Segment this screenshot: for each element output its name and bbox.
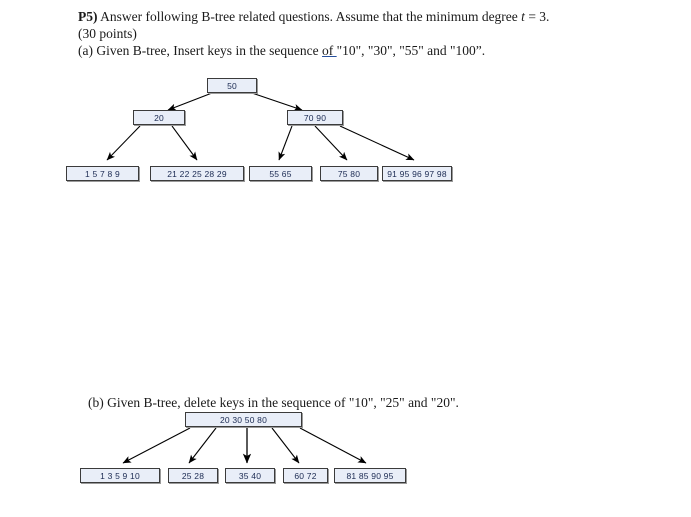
- tree-a-leaf-2[interactable]: 21 22 25 28 29: [150, 166, 244, 181]
- tree-a-root-keys: 50: [227, 80, 237, 91]
- problem-label: P5): [78, 9, 98, 24]
- part-a-underlined-text: of: [322, 43, 337, 58]
- edge-b-root-to-leaf4: [271, 427, 300, 464]
- tree-b-leaf-3-keys: 35 40: [238, 470, 262, 481]
- tree-a-leaf-4-keys: 75 80: [337, 168, 361, 179]
- tree-b-leaf-4-keys: 60 72: [294, 470, 317, 481]
- tree-b-leaf-1-keys: 1 3 5 9 10: [100, 470, 140, 481]
- tree-a-leaf-3-keys: 55 65: [269, 168, 292, 179]
- tree-a-root-node[interactable]: 50: [207, 78, 257, 93]
- edge-b-root-to-leaf2: [188, 427, 217, 464]
- tree-a-leaf-5-keys: 91 95 96 97 98: [387, 168, 447, 179]
- edge-a-n7090-to-leaf4: [314, 125, 348, 161]
- tree-a-internal-left-keys: 20: [154, 112, 164, 123]
- tree-b-leaf-5[interactable]: 81 85 90 95: [334, 468, 406, 483]
- tree-a-internal-right-keys: 70 90: [303, 112, 327, 123]
- part-b-statement: (b) Given B-tree, delete keys in the seq…: [88, 395, 459, 410]
- tree-a-internal-node-right[interactable]: 70 90: [287, 110, 343, 125]
- tree-b-leaf-3[interactable]: 35 40: [225, 468, 275, 483]
- tree-a-leaf-2-keys: 21 22 25 28 29: [167, 168, 227, 179]
- tree-b-leaf-2[interactable]: 25 28: [168, 468, 218, 483]
- tree-a-leaf-1-keys: 1 5 7 8 9: [85, 168, 120, 179]
- problem-statement-line-1: P5) Answer following B-tree related ques…: [78, 8, 549, 25]
- edge-a-root-to-right: [251, 92, 303, 111]
- edge-a-n7090-to-leaf3: [278, 125, 293, 161]
- degree-variable: t: [521, 9, 525, 24]
- tree-b-leaf-2-keys: 25 28: [181, 470, 205, 481]
- tree-b-leaf-5-keys: 81 85 90 95: [346, 470, 394, 481]
- edge-a-root-to-left: [167, 92, 213, 111]
- problem-prompt-text: Answer following B-tree related question…: [97, 9, 522, 24]
- tree-b-root-keys: 20 30 50 80: [219, 414, 268, 425]
- edge-b-root-to-leaf1: [122, 427, 191, 464]
- tree-b-root-node[interactable]: 20 30 50 80: [185, 412, 302, 427]
- edge-a-n20-to-leaf2: [171, 125, 198, 161]
- tree-a-leaf-3[interactable]: 55 65: [249, 166, 312, 181]
- tree-a-internal-node-left[interactable]: 20: [133, 110, 185, 125]
- tree-b-leaf-1[interactable]: 1 3 5 9 10: [80, 468, 160, 483]
- tree-a-leaf-4[interactable]: 75 80: [320, 166, 378, 181]
- edge-a-n20-to-leaf1: [106, 125, 141, 161]
- tree-a-leaf-1[interactable]: 1 5 7 8 9: [66, 166, 139, 181]
- tree-b-leaf-4[interactable]: 60 72: [283, 468, 328, 483]
- degree-equation: = 3.: [524, 9, 550, 24]
- part-a-suffix-text: "10", "30", "55" and "100”.: [336, 43, 486, 58]
- edge-b-root-to-leaf5: [299, 427, 367, 464]
- part-a-prefix-text: (a) Given B-tree, Insert keys in the seq…: [78, 43, 323, 58]
- points-line: (30 points): [78, 26, 137, 41]
- edge-a-n7090-to-leaf5: [339, 125, 415, 161]
- tree-a-leaf-5[interactable]: 91 95 96 97 98: [382, 166, 452, 181]
- part-a-statement: (a) Given B-tree, Insert keys in the seq…: [78, 42, 485, 59]
